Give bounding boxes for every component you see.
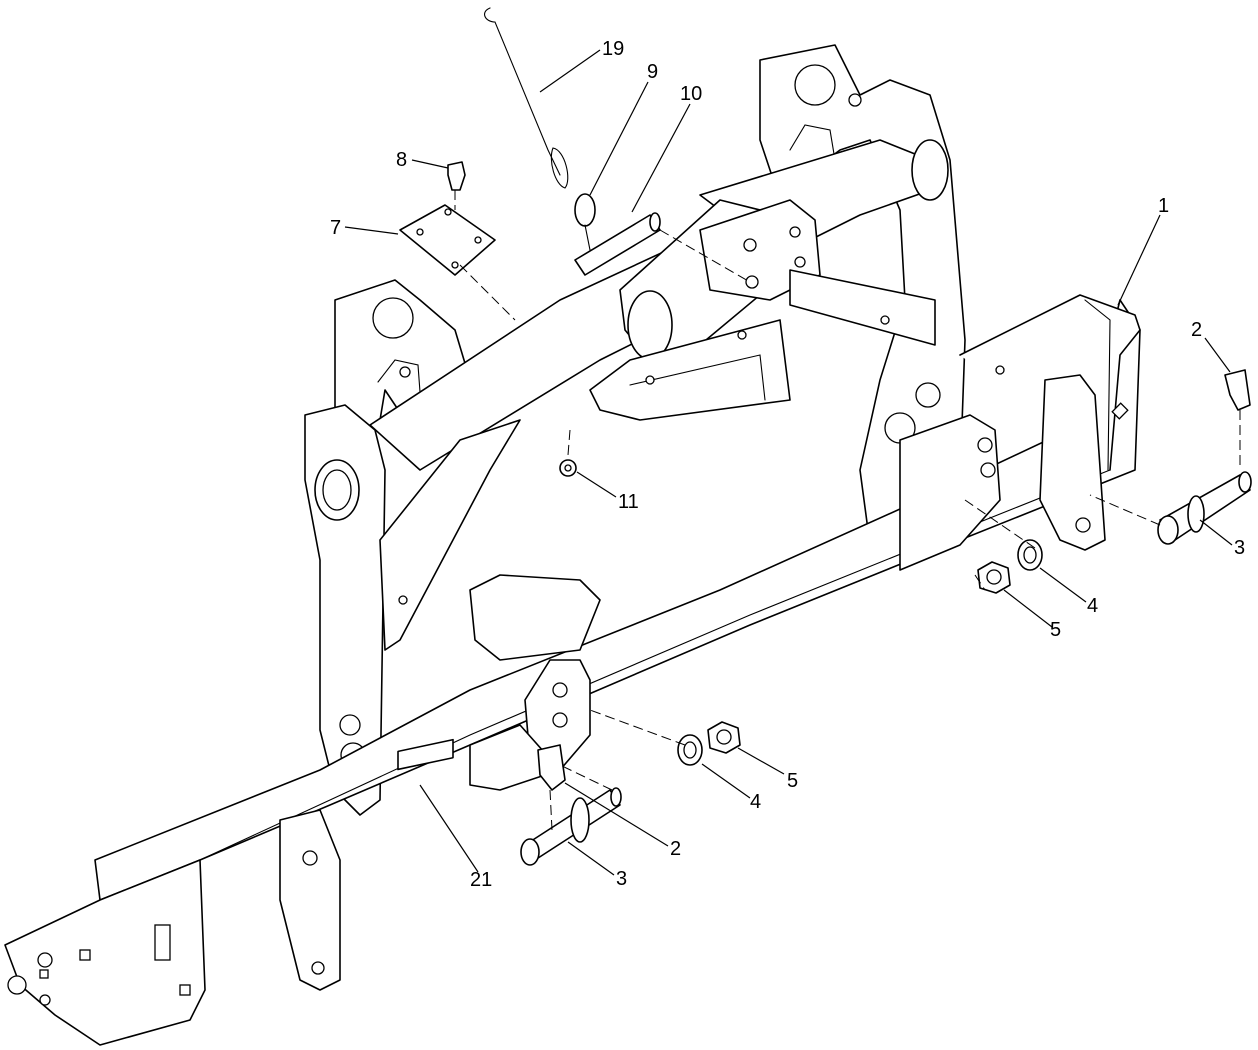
callout-10: 10 [680,83,702,105]
callout-5-lower: 5 [787,770,798,792]
callout-2-upper: 2 [1191,319,1202,341]
assembly-lines [454,190,1241,831]
main-frame [4,294,1141,1046]
callout-1: 1 [1158,195,1169,217]
callout-3-lower: 3 [616,868,627,890]
callout-9: 9 [647,61,658,83]
leader-lines [344,49,1233,876]
callout-21: 21 [470,869,492,891]
callout-19: 19 [602,38,624,60]
callout-labels: 19 9 10 8 7 1 2 11 3 4 5 5 4 2 21 3 [330,38,1245,891]
hardware-parts [399,7,1252,866]
callout-7: 7 [330,217,341,239]
callout-2-lower: 2 [670,838,681,860]
callout-4-right: 4 [1087,595,1098,617]
callout-3-right: 3 [1234,537,1245,559]
callout-8: 8 [396,149,407,171]
callout-4-lower: 4 [750,791,761,813]
callout-5-right: 5 [1050,619,1061,641]
callout-11: 11 [618,491,639,513]
